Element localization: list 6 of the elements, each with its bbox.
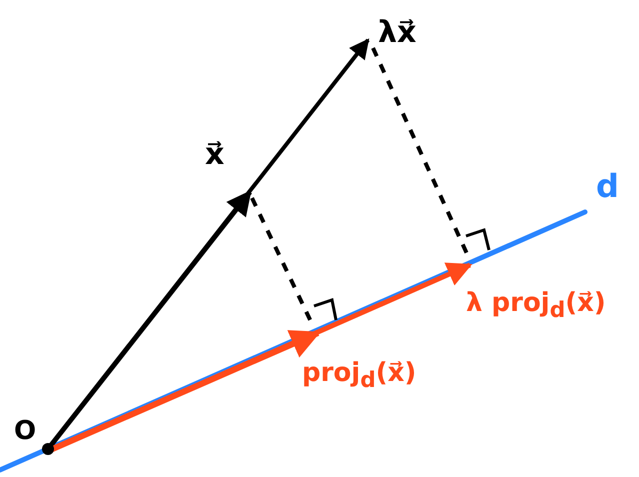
origin-label: O xyxy=(14,418,36,444)
vector-label: x⃗ xyxy=(205,140,224,170)
projection-label: λ proj$_{d}$(x⃗) xyxy=(466,290,606,322)
projection-label: proj$_{d}$(x⃗) xyxy=(302,360,416,392)
line-label: d xyxy=(596,170,619,202)
vector-label: λx⃗ xyxy=(378,18,416,48)
